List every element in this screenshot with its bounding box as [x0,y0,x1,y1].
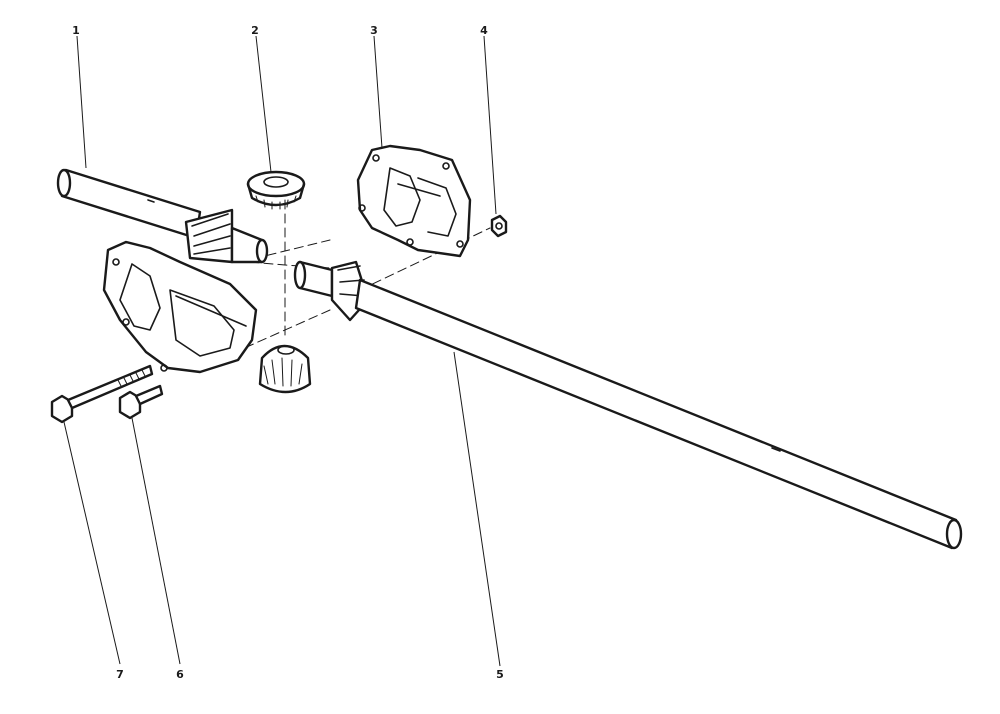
callout-1: 1 [72,24,80,37]
callout-3: 3 [370,24,378,37]
part-2-bevel-gear [246,170,306,210]
leader-4 [483,35,497,215]
part-1-short-shaft [56,168,269,264]
leader-6 [131,417,181,665]
callout-5: 5 [496,668,504,681]
leader-5 [453,351,501,667]
callout-labels: 1 2 3 4 5 6 7 [72,24,504,681]
callout-7: 7 [116,668,124,681]
callout-4: 4 [480,24,488,37]
part-7-long-bolt [50,364,154,424]
leader-7 [63,421,121,665]
leader-lines [63,35,501,667]
part-3-housing-half [356,144,472,258]
callout-6: 6 [176,668,184,681]
lower-bevel-gear [258,344,312,394]
leader-1 [76,35,87,169]
lower-housing-half [102,240,258,374]
part-6-short-bolt [118,384,164,420]
leader-2 [255,35,272,173]
part-4-nut [490,214,508,238]
callout-2: 2 [251,24,259,37]
part-5-long-shaft [293,260,963,550]
leader-3 [373,35,383,149]
